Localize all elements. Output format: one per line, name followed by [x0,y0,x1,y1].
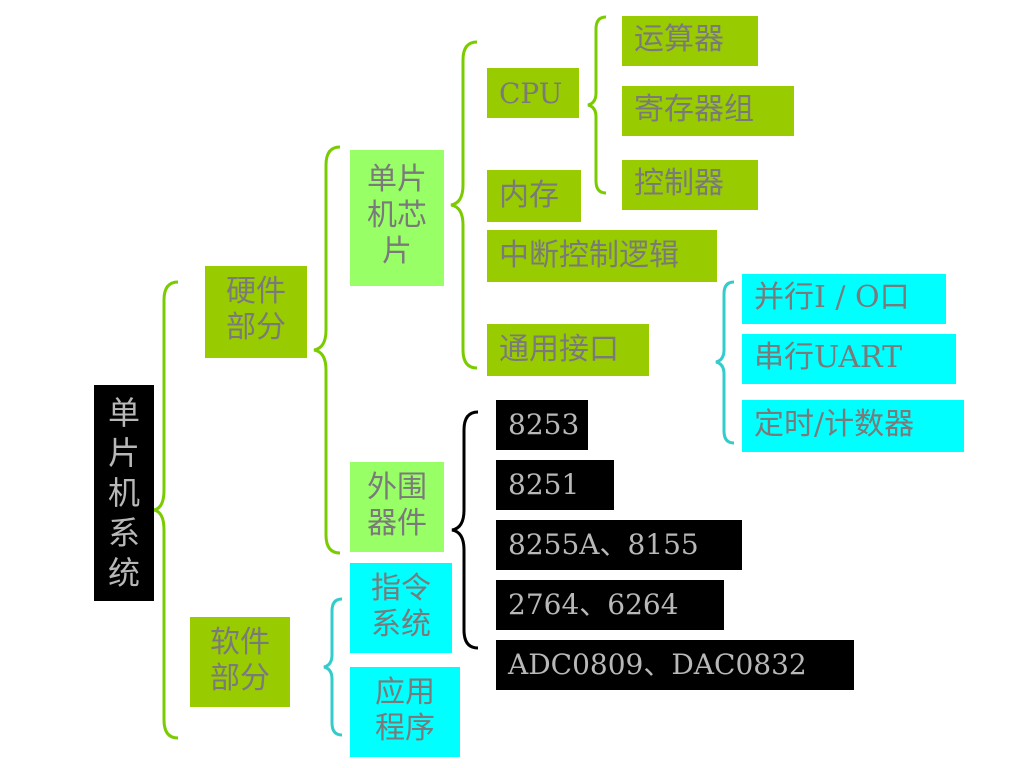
cpu-node: CPU [487,68,579,118]
parallel-io-node: 并行I / O口 [742,274,946,324]
root-bracket [153,280,179,740]
hardware-bracket [313,145,341,555]
peripheral-adc-dac: ADC0809、DAC0832 [496,640,854,690]
peripheral-8253: 8253 [496,400,588,450]
peripheral-bracket [451,410,479,650]
instruction-set-node: 指令 系统 [350,563,452,653]
interface-node: 通用接口 [487,324,649,376]
memory-node: 内存 [487,170,581,222]
peripheral-2764-6264: 2764、6264 [496,580,724,630]
interface-bracket [715,280,735,445]
application-node: 应用 程序 [350,667,460,757]
cpu-bracket [587,15,607,195]
controller-node: 控制器 [622,160,758,210]
chip-bracket [450,40,478,370]
serial-uart-node: 串行UART [742,334,956,384]
software-node: 软件 部分 [190,617,290,707]
interrupt-node: 中断控制逻辑 [487,230,717,282]
hardware-node: 硬件 部分 [205,266,307,358]
timer-counter-node: 定时/计数器 [742,400,964,452]
root-node: 单 片 机 系 统 [94,385,154,601]
peripherals-node: 外围 器件 [350,462,444,552]
peripheral-8255a-8155: 8255A、8155 [496,520,742,570]
peripheral-8251: 8251 [496,460,614,510]
registers-node: 寄存器组 [622,86,794,136]
alu-node: 运算器 [622,16,758,66]
software-bracket [323,597,343,737]
chip-node: 单片 机芯 片 [350,150,444,286]
